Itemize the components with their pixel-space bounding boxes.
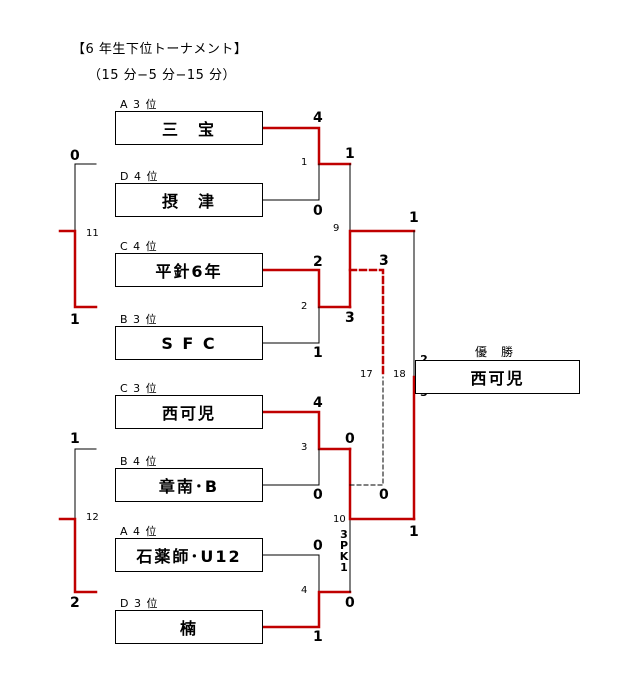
team-seed: D 4 位 <box>120 170 159 183</box>
m10-winner-line <box>348 447 416 521</box>
team-seed: C 3 位 <box>120 382 158 395</box>
match-number: 11 <box>86 228 99 239</box>
m3-loser-line <box>262 448 320 486</box>
score-m12-bottom: 2 <box>70 595 80 611</box>
match-number: 1 <box>301 157 308 168</box>
page-title: 【6 年生下位トーナメント】 <box>72 42 248 57</box>
score-m2-top: 2 <box>313 254 323 270</box>
team-box: S F C <box>115 326 263 360</box>
score-m11-top: 0 <box>70 148 80 164</box>
m2-winner-line <box>261 268 352 309</box>
m17-loser-line <box>349 376 384 486</box>
match-number: 9 <box>333 223 340 234</box>
match-number: 10 <box>333 514 346 525</box>
score-m12-top: 1 <box>70 431 80 447</box>
score-m10-top: 0 <box>345 431 355 447</box>
pk-m18-char: 2 <box>419 354 429 365</box>
team-box: 石薬師･U12 <box>115 538 263 572</box>
m18-winner-line <box>412 375 417 521</box>
m4-winner-line <box>261 590 352 629</box>
score-m1-top: 4 <box>313 110 323 126</box>
m9-winner-line <box>348 229 416 309</box>
m3-winner-line <box>261 410 352 451</box>
score-m3-top: 4 <box>313 395 323 411</box>
m11-loser-line <box>74 163 97 232</box>
score-m18-bottom: 1 <box>409 524 419 540</box>
pk-m10: 3 P K 1 <box>339 529 349 573</box>
match-number: 12 <box>86 512 99 523</box>
score-m4-bottom: 1 <box>313 629 323 645</box>
pk-m10-char: P <box>339 539 349 552</box>
match-number: 4 <box>301 585 308 596</box>
team-seed: D 3 位 <box>120 597 159 610</box>
m1-loser-line <box>262 163 320 201</box>
match-number: 3 <box>301 442 308 453</box>
team-seed: A 3 位 <box>120 98 158 111</box>
m2-loser-line <box>262 306 320 344</box>
score-m4-top: 0 <box>313 538 323 554</box>
m17-winner-line <box>348 268 385 379</box>
team-box: 三 宝 <box>115 111 263 145</box>
m12-winner-line <box>58 517 98 594</box>
team-seed: B 3 位 <box>120 313 158 326</box>
team-box: 平針6年 <box>115 253 263 287</box>
score-m18-top: 1 <box>409 210 419 226</box>
score-m9-bottom: 3 <box>345 310 355 326</box>
match-time-format: （15 分−5 分−15 分） <box>88 68 237 83</box>
team-box: 章南･B <box>115 468 263 502</box>
m11-winner-line <box>58 229 98 309</box>
champion-label: 優勝 <box>475 345 528 359</box>
team-box: 西可児 <box>115 395 263 429</box>
match-number: 17 <box>360 369 373 380</box>
score-m11-bottom: 1 <box>70 312 80 328</box>
team-box: 摂 津 <box>115 183 263 217</box>
team-seed: A 4 位 <box>120 525 158 538</box>
match-number: 2 <box>301 301 308 312</box>
m4-loser-line <box>262 554 320 593</box>
pk-m10-char: 1 <box>340 561 348 574</box>
score-m17-bottom: 0 <box>379 487 389 503</box>
score-m10-bottom: 0 <box>345 595 355 611</box>
m1-winner-line <box>261 126 352 166</box>
m12-loser-line <box>74 448 97 520</box>
champion-box: 西可児 <box>415 360 580 394</box>
pk-m10-char: K <box>339 550 349 563</box>
match-number: 18 <box>393 369 406 380</box>
team-seed: C 4 位 <box>120 240 158 253</box>
team-seed: B 4 位 <box>120 455 158 468</box>
pk-m10-char: 3 <box>340 528 348 541</box>
score-m3-bottom: 0 <box>313 487 323 503</box>
score-m2-bottom: 1 <box>313 345 323 361</box>
team-box: 楠 <box>115 610 263 644</box>
score-m9-top: 1 <box>345 146 355 162</box>
score-m1-bottom: 0 <box>313 203 323 219</box>
score-m17-top: 3 <box>379 253 389 269</box>
